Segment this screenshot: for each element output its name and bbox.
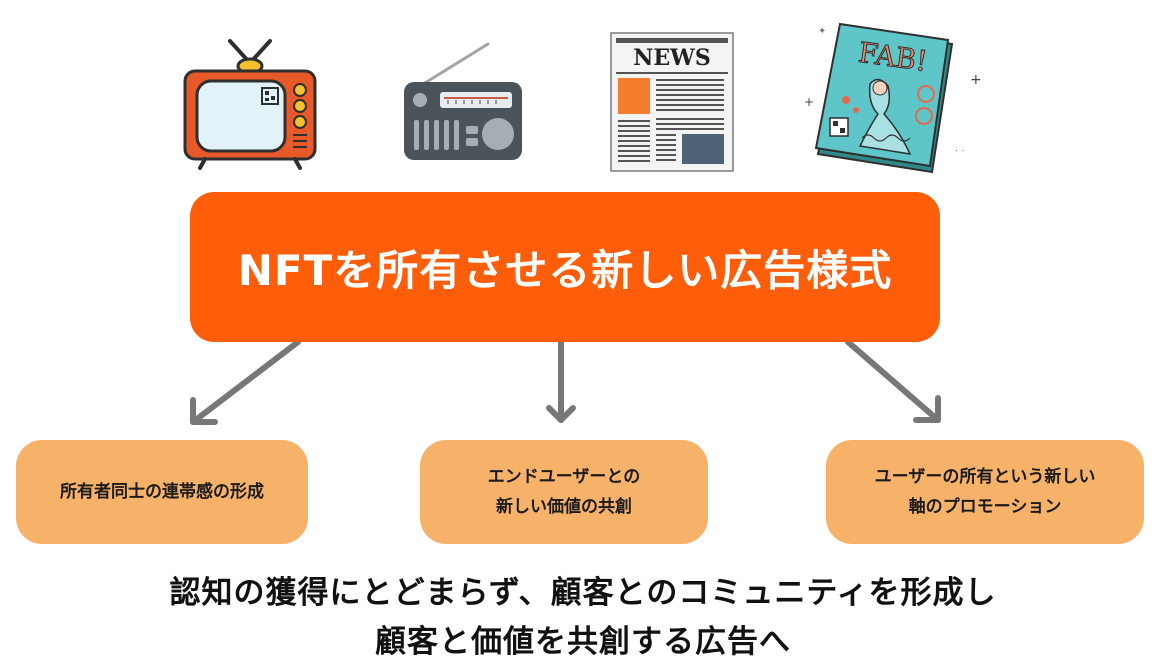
benefit-line: エンドユーザーとの [487,467,641,487]
main-concept-box: NFTを所有させる新しい広告様式 [190,192,940,342]
benefit-line: 軸のプロモーション [908,497,1062,517]
benefit-box-solidarity: 所有者同士の連帯感の形成 [16,440,308,544]
conclusion-line-2: 顧客と価値を共創する広告へ [375,624,791,660]
svg-text:+: + [970,72,982,88]
tv-icon [183,39,317,170]
magazine-icon: ✦ + + · · FAB! [804,22,982,174]
benefit-line: 新しい価値の共創 [496,497,632,517]
svg-text:+: + [804,95,814,109]
benefit-box-value-cocreation: エンドユーザーとの 新しい価値の共創 [420,440,708,544]
conclusion-line-1: 認知の獲得にとどまらず、顧客とのコミュニティを形成し [169,575,997,611]
arrow-right-head [913,395,941,423]
svg-text:· ·: · · [955,146,965,157]
arrow-left-head [190,397,218,425]
benefit-line: 所有者同士の連帯感の形成 [60,482,264,502]
arrow-right [845,339,941,423]
benefit-line: ユーザーの所有という新しい [874,467,1096,487]
arrow-left [190,339,301,425]
radio-icon [404,42,522,160]
arrow-center-head [546,405,576,423]
newspaper-icon: NEWS [610,32,734,172]
main-concept-title: NFTを所有させる新しい広告様式 [237,245,893,295]
newspaper-header: NEWS [633,45,710,71]
svg-text:✦: ✦ [818,26,826,37]
benefit-box-ownership-promotion: ユーザーの所有という新しい 軸のプロモーション [826,440,1144,544]
